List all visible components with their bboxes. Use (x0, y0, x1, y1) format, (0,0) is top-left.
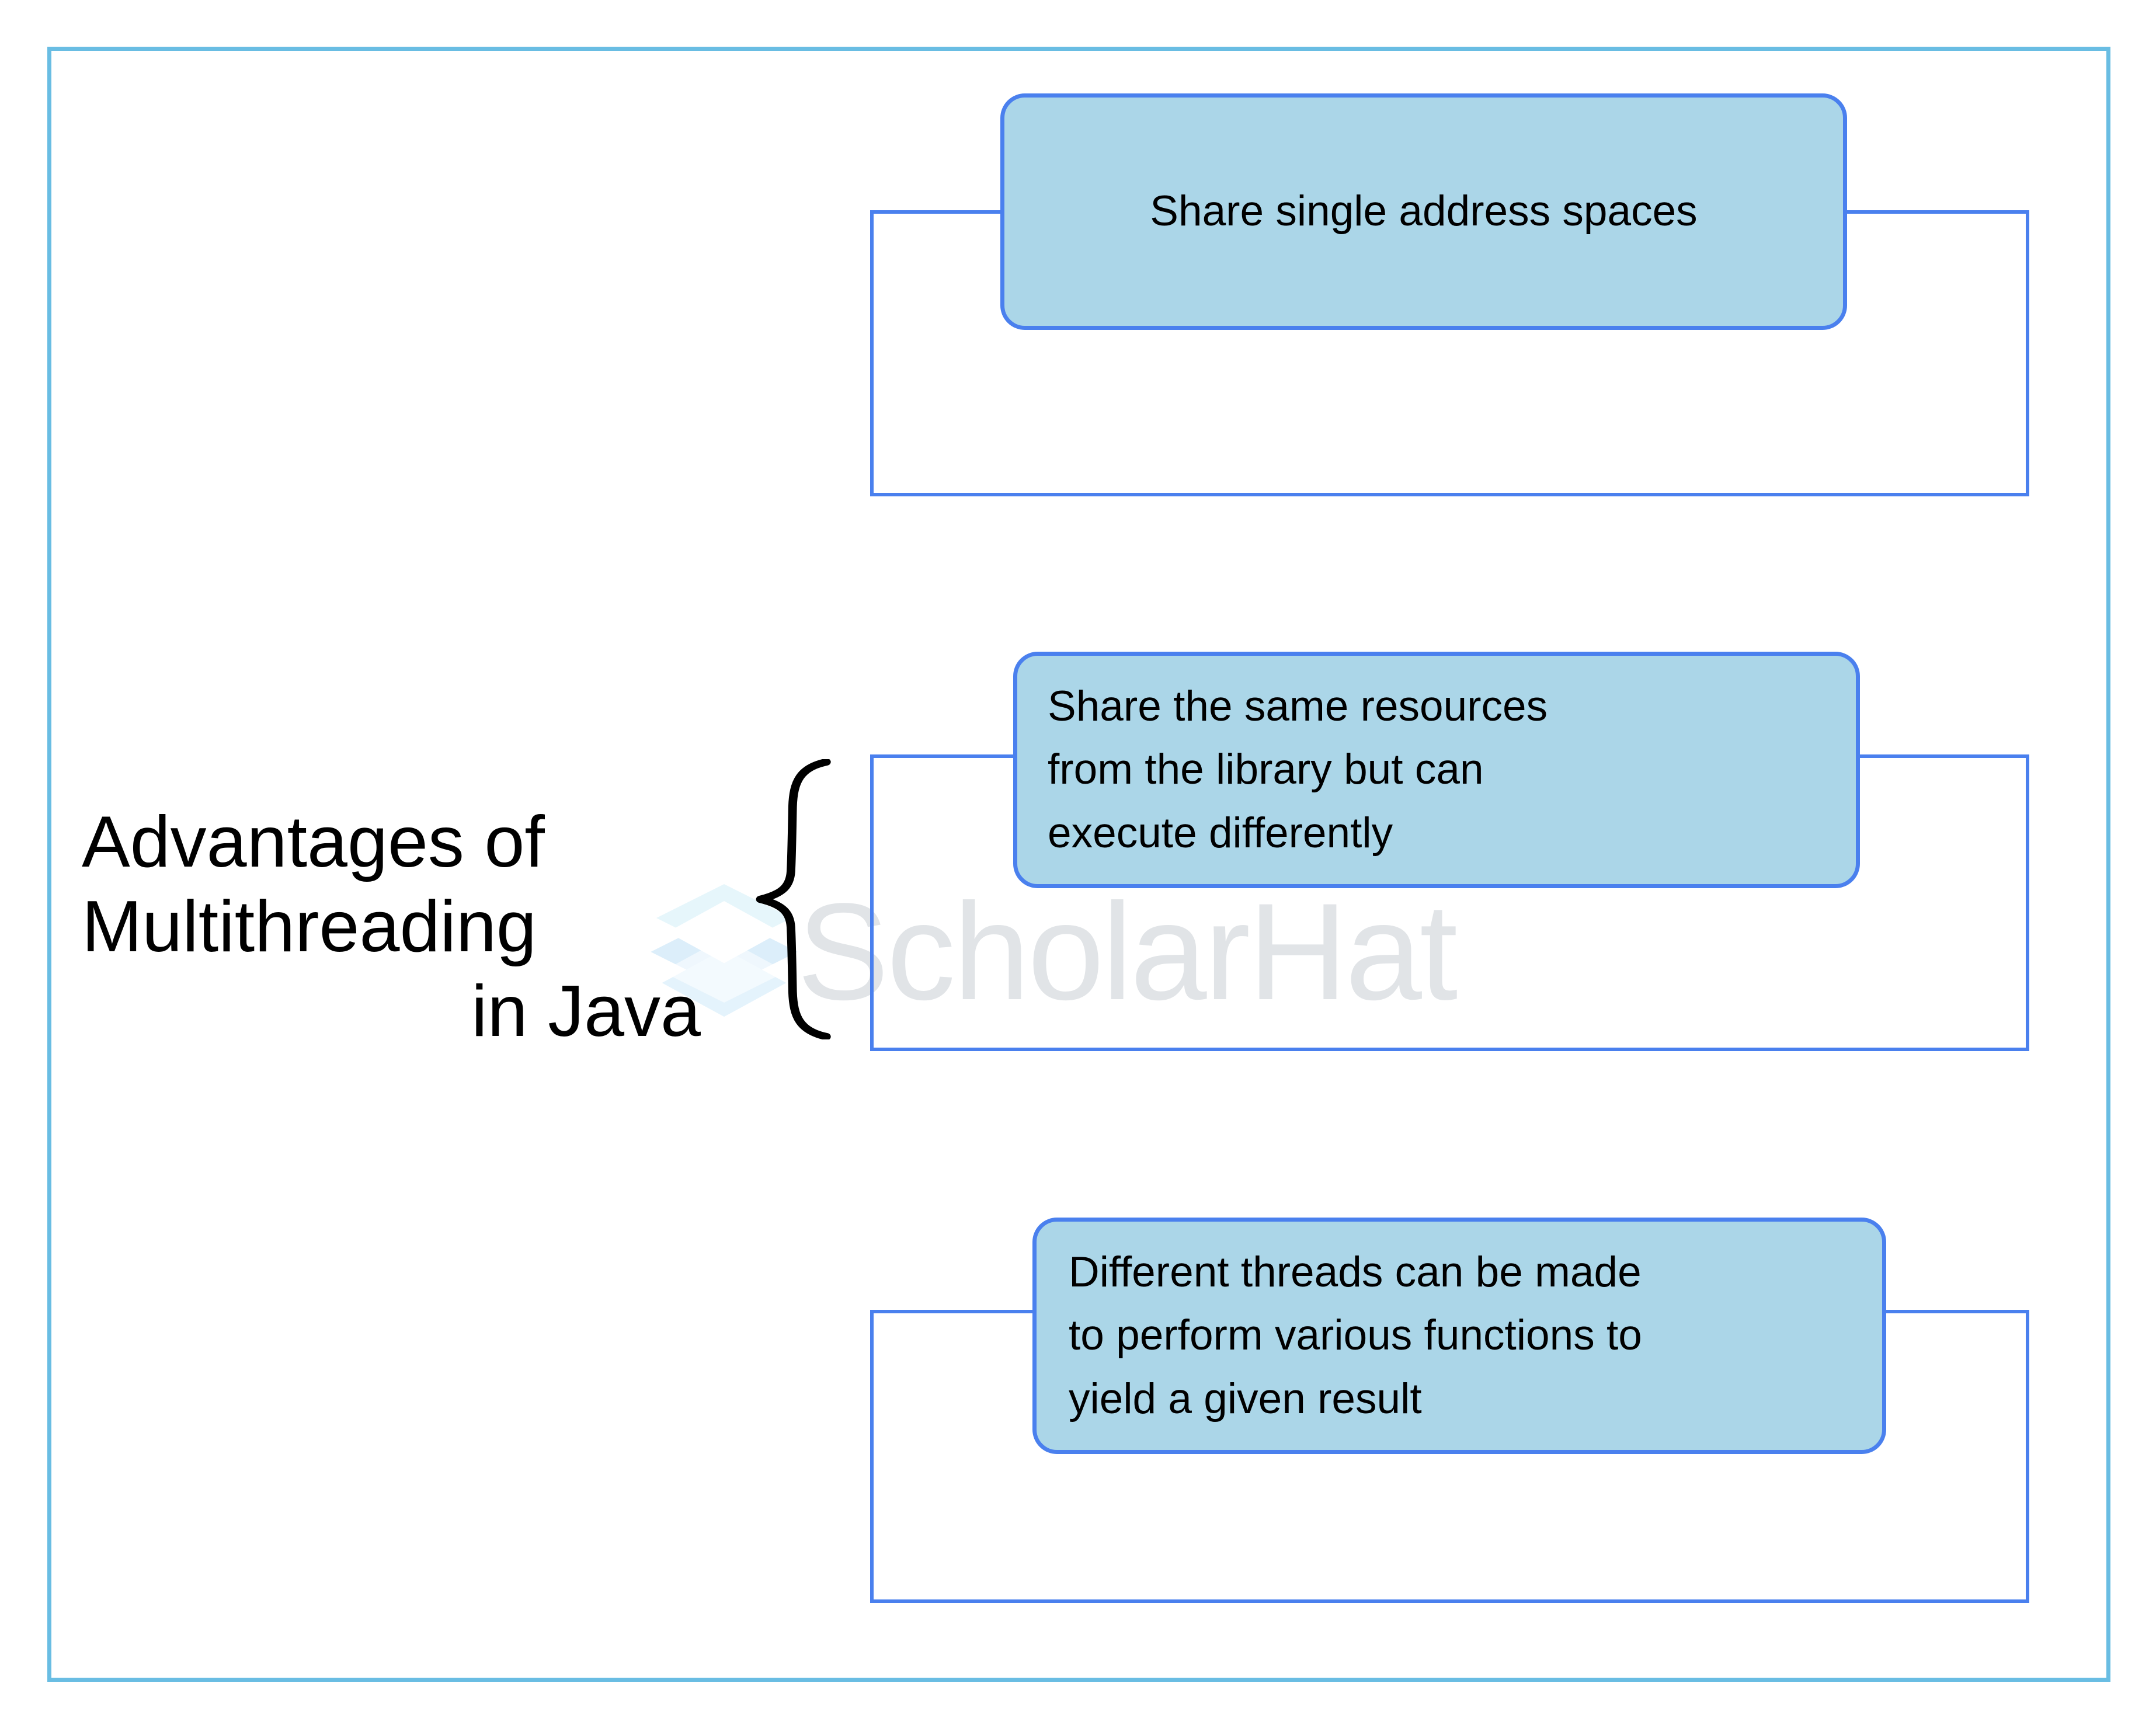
page-border-frame (47, 47, 2110, 1682)
advantage-card-label: Share the same resources from the librar… (1048, 683, 1548, 857)
diagram-title-line-1: Advantages of (82, 802, 545, 882)
diagram-title-line-3: in Java (471, 971, 701, 1052)
diagram-title: Advantages of Multithreading in Java (82, 800, 701, 1054)
advantage-card-label: Share single address spaces (1150, 187, 1698, 235)
advantage-card-share-resources[interactable]: Share the same resources from the librar… (1013, 652, 1860, 888)
advantage-card-various-functions[interactable]: Different threads can be made to perform… (1032, 1218, 1886, 1454)
diagram-title-line-2: Multithreading (82, 886, 537, 968)
curly-brace-icon (750, 759, 850, 1039)
advantage-card-label: Different threads can be made to perform… (1069, 1248, 1642, 1423)
advantage-card-share-address-spaces[interactable]: Share single address spaces (1000, 93, 1847, 330)
